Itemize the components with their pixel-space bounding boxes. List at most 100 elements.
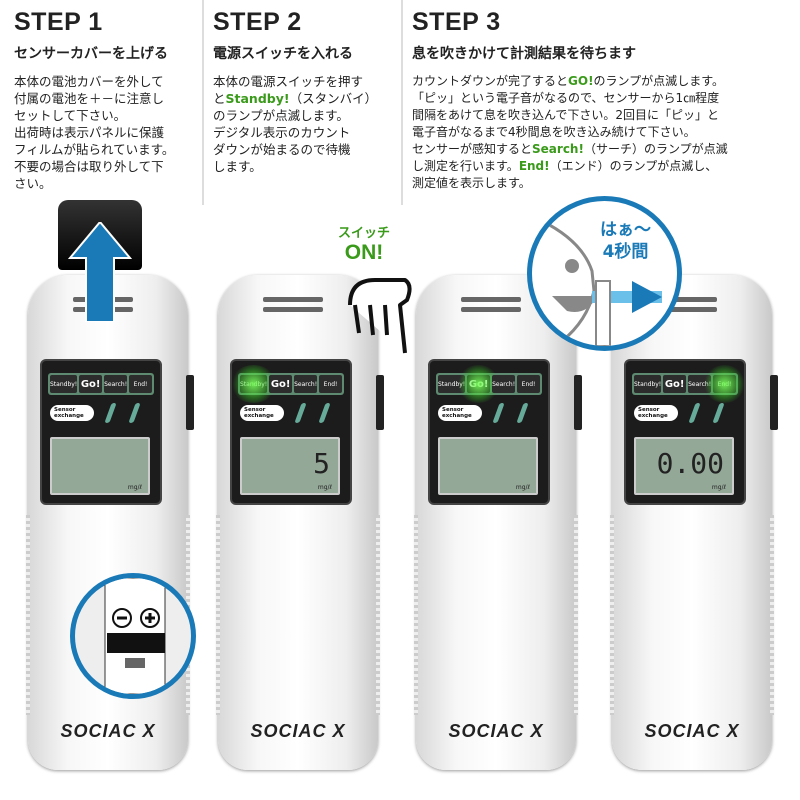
lcd-screen: 5 mg/ℓ [240, 437, 340, 495]
status-lamp: Standby! [229, 365, 278, 403]
face-icon [541, 219, 662, 346]
grip-ridge [574, 515, 578, 715]
step-1: STEP 1 センサーカバーを上げる 本体の電池カバーを外して 付属の電池を＋－… [14, 8, 174, 192]
power-switch[interactable] [770, 375, 778, 430]
sensor-vent [461, 297, 521, 302]
text: カウントダウンが完了すると [412, 74, 569, 88]
unit-label: mg/ℓ [711, 484, 726, 491]
sensor-vent [263, 297, 323, 302]
step-2: STEP 2 電源スイッチを入れる 本体の電源スイッチを押す とStandby!… [213, 8, 377, 175]
callout-text: ON! [344, 241, 384, 264]
step-subtitle: センサーカバーを上げる [14, 46, 168, 62]
indicator-mark [294, 403, 307, 423]
sensor-exchange-indicator: Sensor exchange [240, 405, 284, 421]
callout-text: 4秒間 [602, 242, 649, 262]
breathalyzer-device: Standby!Go!Search!End! Sensor exchange m… [26, 275, 194, 770]
battery-polarity-icon [104, 578, 166, 694]
lamp-row: Standby!Go!Search!End! [229, 365, 344, 403]
indicator-mark [318, 403, 331, 423]
step-description: 本体の電源スイッチを押す とStandby!（スタンバイ） のランプが点滅します… [213, 73, 377, 175]
step-subtitle: 電源スイッチを入れる [213, 46, 353, 62]
sensor-vent [263, 307, 323, 312]
status-lamp: Standby! [50, 375, 78, 393]
step-3: STEP 3 息を吹きかけて計測結果を待ちます カウントダウンが完了するとGO!… [412, 8, 728, 192]
display-panel: Standby!Go!Search!End! Sensor exchange 0… [624, 359, 746, 505]
lcd-value: 0.00 [656, 447, 724, 480]
brand-logo: SOCIAC X [644, 721, 740, 741]
switch-on-callout: スイッチ ON! [338, 222, 390, 265]
text: 本体の電源スイッチを押す と [213, 74, 364, 106]
indicator-mark [128, 403, 141, 423]
grip-ridge [26, 515, 30, 715]
display-panel: Standby!Go!Search!End! Sensor exchange 5… [229, 359, 352, 505]
grip-ridge [610, 515, 614, 715]
device-body [416, 275, 576, 770]
status-lamp: End! [517, 375, 540, 393]
breathalyzer-device: Standby!Go!Search!End! Sensor exchange m… [414, 275, 582, 770]
indicator-mark [492, 403, 505, 423]
lcd-screen: mg/ℓ [50, 437, 150, 495]
up-arrow-icon [68, 222, 132, 322]
status-lamp: Search! [492, 375, 516, 393]
status-lamp: Search! [294, 375, 318, 393]
display-panel: Standby!Go!Search!End! Sensor exchange m… [428, 359, 550, 505]
status-lamp: Go! [457, 365, 500, 403]
indicator-mark [712, 403, 725, 423]
search-highlight: Search! [532, 142, 584, 156]
sensor-vent [657, 307, 717, 312]
status-lamp: Go! [663, 375, 687, 393]
grip-ridge [216, 515, 220, 715]
sensor-exchange-indicator: Sensor exchange [438, 405, 482, 421]
standby-highlight: Standby! [225, 91, 290, 106]
pointing-hand-icon [348, 278, 412, 354]
step-description: カウントダウンが完了するとGO!のランプが点滅します。 「ピッ」という電子音がな… [412, 73, 728, 192]
lamp-row: Standby!Go!Search!End! [632, 365, 746, 403]
text: （サーチ）のランプが点滅 し測定を行います。 [412, 142, 728, 173]
brand-logo: SOCIAC X [60, 721, 156, 741]
power-switch[interactable] [376, 375, 384, 430]
lamp-row: Standby!Go!Search!End! [48, 373, 154, 395]
breath-callout: はぁ～ 4秒間 [527, 196, 682, 351]
step-subtitle: 息を吹きかけて計測結果を待ちます [412, 46, 636, 62]
lcd-value: 5 [313, 447, 330, 480]
display-panel: Standby!Go!Search!End! Sensor exchange m… [40, 359, 162, 505]
lcd-screen: mg/ℓ [438, 437, 538, 495]
status-lamp: End! [703, 365, 746, 403]
text: （スタンバイ） のランプが点滅します。 デジタル表示のカウント ダウンが始まるの… [213, 91, 378, 174]
step-description: 本体の電池カバーを外して 付属の電池を＋－に注意し セットして下さい。 出荷時は… [14, 74, 175, 191]
lamp-row: Standby!Go!Search!End! [436, 365, 542, 403]
device-body [28, 275, 188, 770]
unit-label: mg/ℓ [317, 484, 332, 491]
sensor-exchange-indicator: Sensor exchange [50, 405, 94, 421]
status-lamp: Go! [269, 375, 293, 393]
sensor-vent [461, 307, 521, 312]
status-lamp: End! [319, 375, 342, 393]
step-title: STEP 1 [14, 8, 103, 36]
brand-logo: SOCIAC X [448, 721, 544, 741]
power-switch[interactable] [574, 375, 582, 430]
status-lamp: Standby! [634, 375, 662, 393]
grip-ridge [770, 515, 774, 715]
device-body [612, 275, 772, 770]
indicator-mark [516, 403, 529, 423]
text: のランプが点滅します。 「ピッ」という電子音がなるので、センサーから1㎝程度 間… [412, 74, 724, 156]
callout-text: はぁ～ [600, 220, 651, 240]
power-switch[interactable] [186, 375, 194, 430]
status-lamp: Search! [104, 375, 128, 393]
end-highlight: End! [518, 159, 550, 173]
status-lamp: End! [129, 375, 152, 393]
grip-ridge [414, 515, 418, 715]
brand-logo: SOCIAC X [250, 721, 346, 741]
battery-inset [70, 573, 196, 699]
indicator-mark [104, 403, 117, 423]
device-body [218, 275, 378, 770]
callout-text: スイッチ [338, 226, 391, 241]
grip-ridge [376, 515, 380, 715]
step-title: STEP 2 [213, 8, 302, 36]
status-lamp: Go! [79, 375, 103, 393]
lcd-screen: 0.00 mg/ℓ [634, 437, 734, 495]
breathalyzer-device: Standby!Go!Search!End! Sensor exchange 5… [216, 275, 384, 770]
indicator-mark [688, 403, 701, 423]
unit-label: mg/ℓ [127, 484, 142, 491]
breathalyzer-device: Standby!Go!Search!End! Sensor exchange 0… [610, 275, 778, 770]
